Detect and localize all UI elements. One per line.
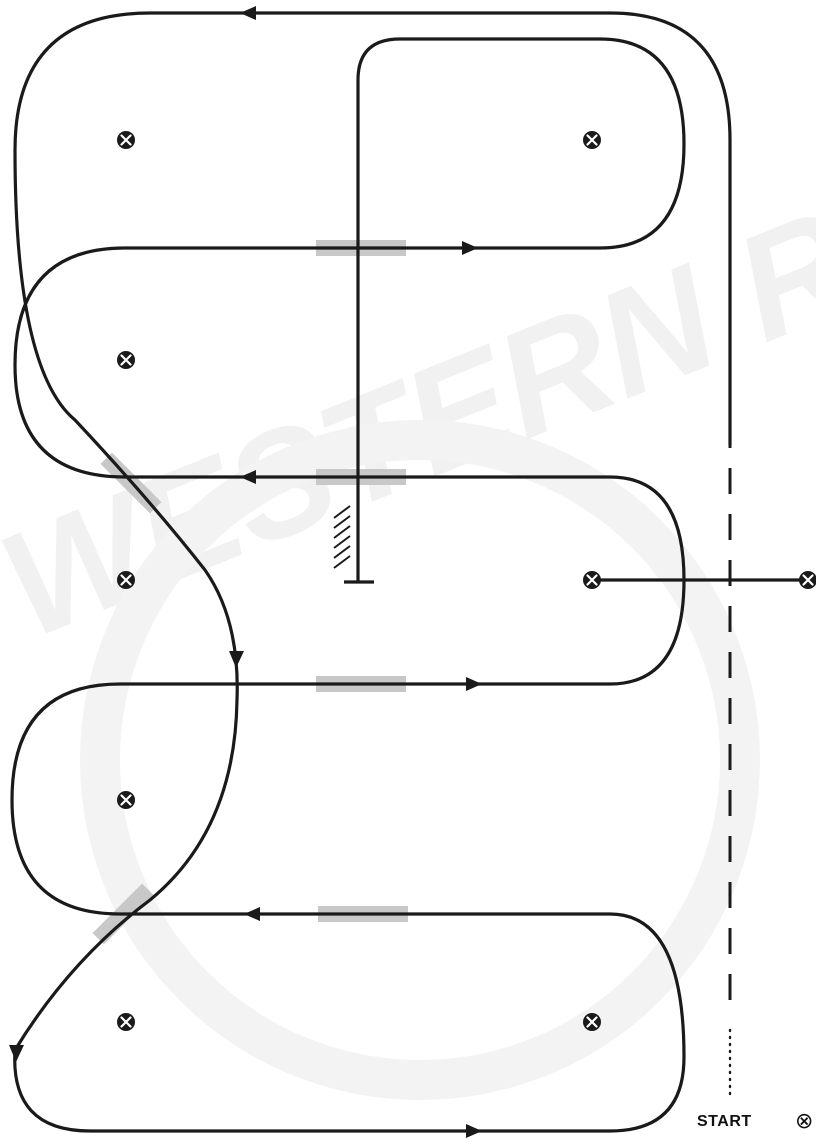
arrow-log-top <box>462 241 478 255</box>
arrow-log-lower-middle <box>466 677 482 691</box>
arrow-diagonal-down <box>229 651 244 668</box>
start-label: START <box>697 1113 752 1131</box>
cone-1 <box>117 131 135 149</box>
arrow-left-descent <box>9 1045 24 1062</box>
arrow-log-bottom <box>244 907 260 921</box>
start-cone-icon: ⊗ <box>795 1109 813 1134</box>
watermark-emblem <box>100 440 740 1080</box>
cone-3 <box>117 351 135 369</box>
cone-5 <box>583 571 601 589</box>
cone-8 <box>117 1013 135 1031</box>
arrow-bottom <box>466 1124 482 1138</box>
cone-9 <box>583 1013 601 1031</box>
cone-2 <box>583 131 601 149</box>
cone-6 <box>799 571 816 589</box>
cone-4 <box>117 571 135 589</box>
arrow-top-left <box>240 6 256 20</box>
cone-7 <box>117 791 135 809</box>
